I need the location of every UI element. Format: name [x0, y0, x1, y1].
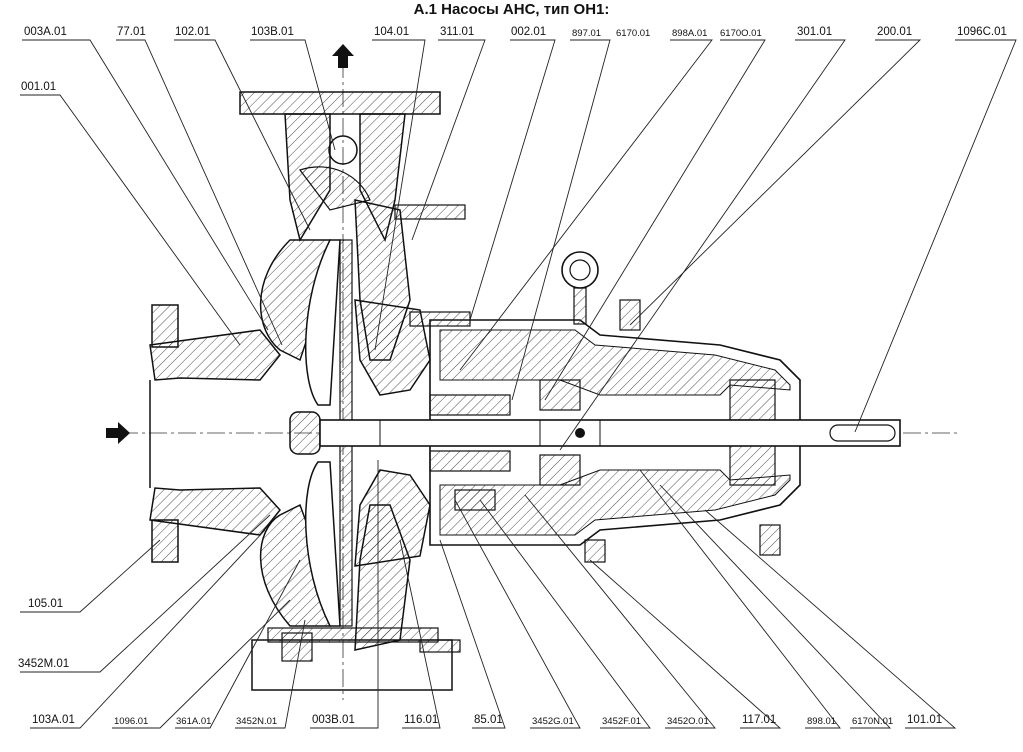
mechanical-seal	[429, 394, 511, 511]
part-label: 101.01	[907, 714, 943, 726]
part-label: 301.01	[797, 26, 833, 38]
part-label: 200.01	[877, 26, 913, 38]
lifting-eye-icon	[561, 251, 599, 325]
part-label: 104.01	[374, 26, 410, 38]
part-label: 102.01	[175, 26, 211, 38]
part-label: 898.01	[807, 716, 837, 727]
outlet-arrow-icon	[332, 44, 354, 68]
part-label: 1096С.01	[957, 26, 1007, 38]
part-label: 897.01	[572, 28, 602, 39]
part-label: 77.01	[117, 26, 146, 38]
shaft	[319, 419, 901, 447]
part-label: 898А.01	[672, 28, 708, 39]
bearing-housing	[429, 319, 801, 556]
part-label: 6170N.01	[852, 716, 894, 727]
inlet-arrow-icon	[106, 422, 130, 444]
part-label: 103А.01	[32, 714, 75, 726]
part-label: 85.01	[474, 714, 503, 726]
part-label: 3452О.01	[667, 716, 709, 727]
part-label: 117.01	[742, 714, 777, 726]
diagram-title: A.1 Насосы АНС, тип ОН1:	[413, 1, 610, 18]
part-label: 3452М.01	[18, 658, 70, 670]
part-label: 6170О.01	[720, 28, 762, 39]
part-label: 002.01	[511, 26, 547, 38]
casing-bolts	[281, 204, 641, 662]
part-label: 6170.01	[616, 28, 651, 39]
part-label: 1096.01	[114, 716, 149, 727]
part-label: 3452G.01	[532, 716, 574, 727]
part-label: 3452N.01	[236, 716, 278, 727]
part-label: 003В.01	[312, 714, 355, 726]
leader-lines	[20, 39, 1017, 729]
part-label: 3452F.01	[602, 716, 642, 727]
part-label: 361А.01	[176, 716, 212, 727]
part-label: 003А.01	[24, 26, 67, 38]
part-label: 311.01	[440, 26, 475, 38]
part-label: 001.01	[21, 81, 57, 93]
part-label: 105.01	[28, 598, 64, 610]
suction-inlet	[149, 304, 281, 563]
part-label: 103В.01	[251, 26, 294, 38]
part-label: 116.01	[404, 714, 439, 726]
